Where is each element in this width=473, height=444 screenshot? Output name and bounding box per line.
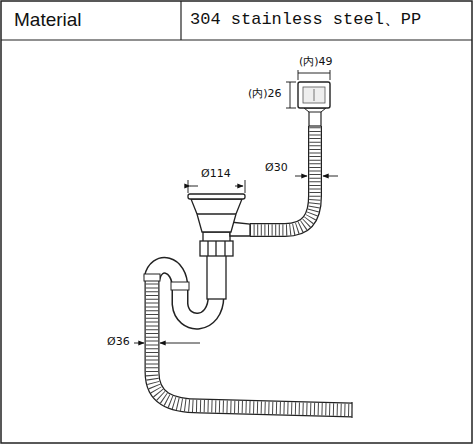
dimension-lines	[134, 70, 338, 343]
overflow-hose	[250, 126, 315, 230]
p-trap	[144, 265, 216, 321]
overflow-head	[298, 82, 330, 108]
header-line	[1, 39, 472, 40]
overflow-slot	[303, 87, 325, 103]
dimension-label: Ø30	[264, 162, 289, 175]
table-cell: 304 stainless steel、PP	[190, 10, 421, 30]
header-divider	[180, 1, 181, 40]
sink-strainer	[188, 194, 250, 299]
dimension-label: Ø36	[106, 336, 131, 349]
dimension-label: (内)49	[298, 56, 334, 69]
table-header: Material	[14, 9, 82, 31]
dimension-label: Ø114	[200, 168, 232, 181]
dimension-label: (内)26	[247, 88, 283, 101]
